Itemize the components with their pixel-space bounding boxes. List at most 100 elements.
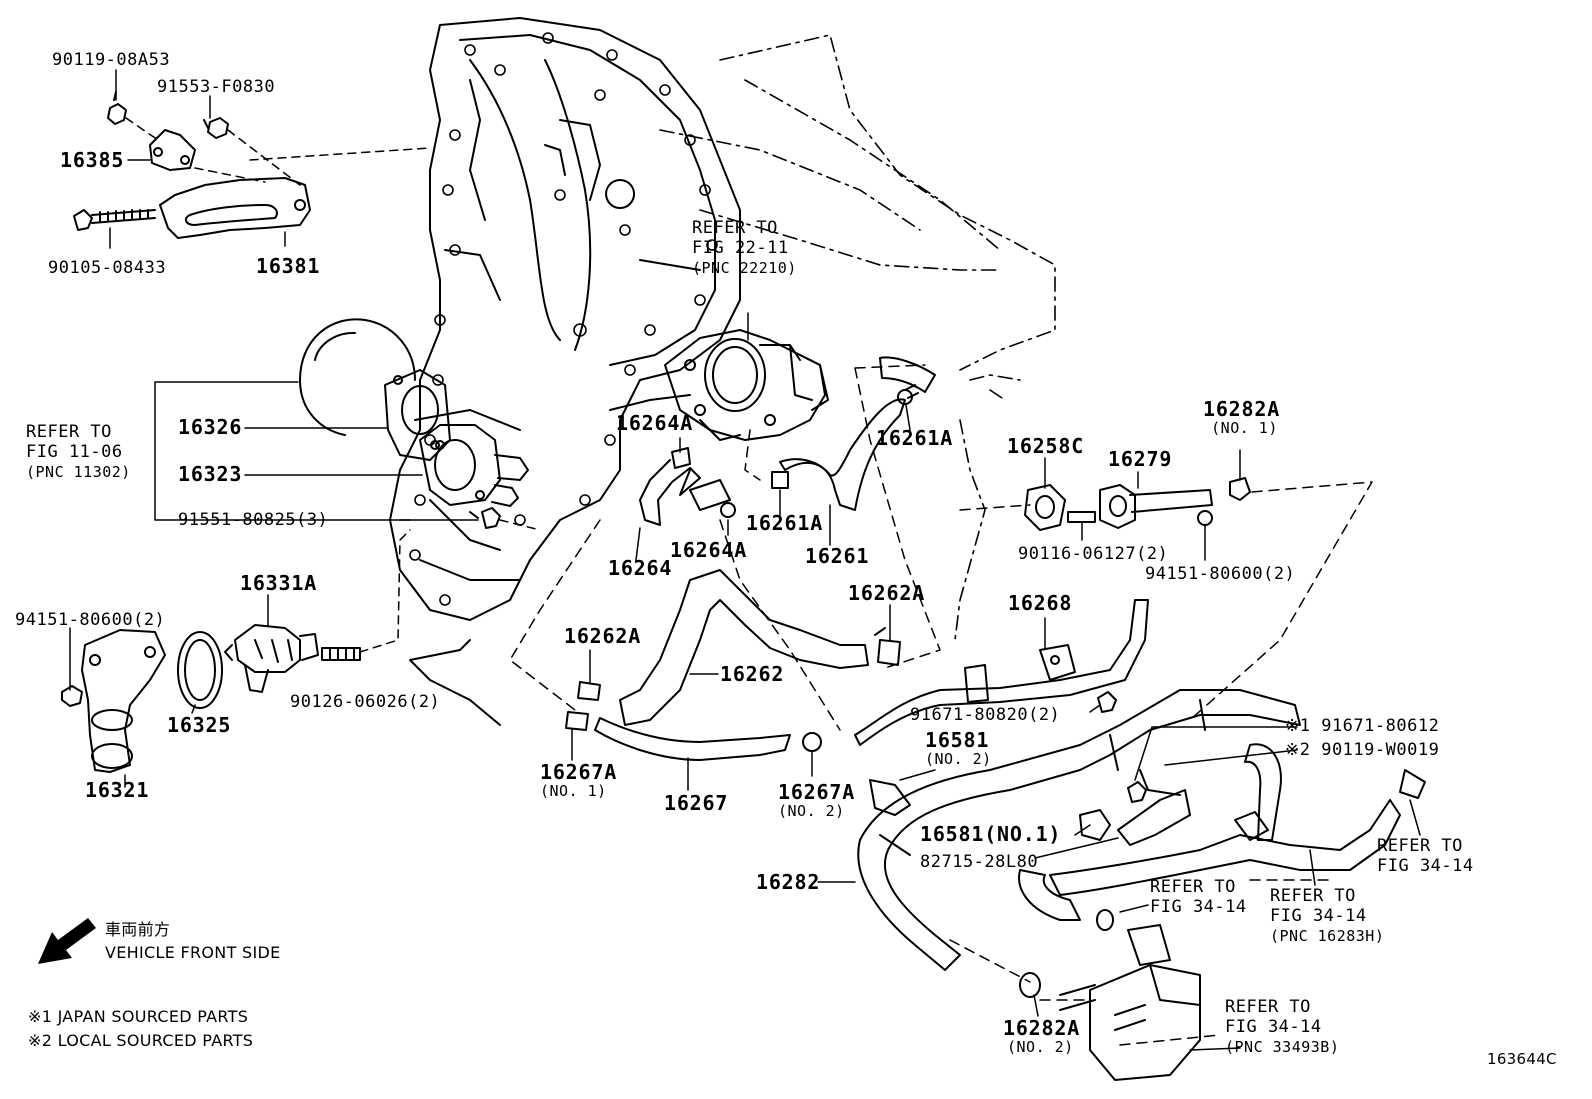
label-91551-80825: 91551-80825(3) — [178, 510, 329, 530]
clamp-16262A-right — [874, 627, 901, 666]
clamp-16267A-left — [565, 711, 589, 731]
label-16381: 16381 — [256, 254, 321, 278]
figure-code: 163644C — [1487, 1050, 1557, 1068]
legend-note1: ※1 JAPAN SOURCED PARTS — [28, 1007, 249, 1026]
ref-fig34-14-pnc33493B-line1: REFER TO — [1225, 997, 1311, 1017]
clamp-16267A-right — [802, 732, 822, 752]
label-94151-80600-right: 94151-80600(2) — [1145, 564, 1296, 584]
label-90126-06026: 90126-06026(2) — [290, 692, 441, 712]
label-16267A-right-sub: (NO. 2) — [778, 802, 845, 820]
bolt-91553-F0830 — [203, 117, 229, 139]
label-16261: 16261 — [805, 544, 870, 568]
bolt-90119-08A53 — [107, 91, 127, 125]
ref-fig11-06: REFER TO FIG 11-06 (PNC 11302) — [26, 422, 131, 482]
clamp-16261A-top — [897, 389, 913, 405]
bracket-16381-drawing — [159, 177, 311, 239]
ref-fig34-14-center-line2: FIG 34-14 — [1150, 897, 1247, 917]
ref-fig22-11: REFER TO FIG 22-11 (PNC 22210) — [692, 218, 797, 278]
label-16267A-left: 16267A — [540, 760, 618, 784]
label-16282A-bottom: 16282A — [1003, 1016, 1081, 1040]
ref-fig34-14-pnc33493B: REFER TO FIG 34-14 (PNC 33493B) — [1225, 997, 1339, 1057]
stud-90126-06026 — [321, 647, 361, 661]
pipe-16268-drawing — [854, 599, 1149, 746]
clamp-16581-no1 — [1079, 809, 1111, 841]
hose-16264-drawing — [639, 459, 731, 526]
clamp-16264A-bottom — [720, 502, 736, 518]
bolt-91671-80820 — [1097, 691, 1117, 713]
throttle-body-drawing — [664, 329, 829, 441]
label-16282A-top-group: 16282A (NO. 1) — [1203, 399, 1280, 437]
label-94151-80600-left: 94151-80600(2) — [15, 610, 166, 630]
label-16258C: 16258C — [1007, 434, 1085, 458]
legend-direction-en: VEHICLE FRONT SIDE — [105, 943, 281, 962]
ref-fig34-14-right-line1: REFER TO — [1377, 836, 1463, 856]
ref-fig34-14-center: REFER TO FIG 34-14 — [1150, 877, 1247, 917]
label-16279: 16279 — [1108, 447, 1173, 471]
label-16282A-top-sub: (NO. 1) — [1211, 419, 1278, 437]
ref-fig34-14-right-line2: FIG 34-14 — [1377, 856, 1474, 876]
label-16268: 16268 — [1008, 591, 1073, 615]
ref-fig22-11-line3: (PNC 22210) — [692, 259, 797, 277]
ref-fig11-06-line1: REFER TO — [26, 422, 112, 442]
ref-fig34-14-pnc16283H-line2: FIG 34-14 — [1270, 906, 1367, 926]
nut-94151-80600-right — [1197, 510, 1213, 526]
ref-fig34-14-pnc16283H-line1: REFER TO — [1270, 886, 1356, 906]
label-16267A-left-group: 16267A (NO. 1) — [540, 762, 617, 800]
label-16262A-left: 16262A — [564, 624, 642, 648]
label-16282: 16282 — [756, 870, 821, 894]
hose-16282-drawing — [857, 689, 1301, 971]
label-16331A: 16331A — [240, 571, 318, 595]
label-90105-08433: 90105-08433 — [48, 258, 167, 278]
label-16282A-top: 16282A — [1203, 397, 1281, 421]
ref-fig34-14-pnc33493B-line3: (PNC 33493B) — [1225, 1038, 1340, 1056]
pipe-16279-drawing — [1099, 484, 1213, 529]
label-16262A-right: 16262A — [848, 581, 926, 605]
label-91671-80612: ※1 91671-80612 — [1285, 716, 1440, 736]
water-pump-pulley — [299, 318, 416, 436]
bolt-94151-80600-left — [61, 685, 83, 707]
bolt-91551-80825 — [469, 507, 501, 529]
bolt-90105-08433 — [73, 209, 156, 231]
label-16261A-mid: 16261A — [746, 511, 824, 535]
hose-16267-drawing — [594, 717, 791, 761]
label-16264A-bottom: 16264A — [670, 538, 748, 562]
dash-leaders-upper-left — [125, 117, 431, 186]
label-16262: 16262 — [720, 662, 785, 686]
water-inlet-16321-drawing — [81, 629, 166, 773]
label-16581-no2: 16581 — [925, 728, 990, 752]
legend-note2: ※2 LOCAL SOURCED PARTS — [28, 1031, 254, 1050]
label-16282A-bottom-group: 16282A (NO. 2) — [1003, 1018, 1080, 1056]
clamp-16282A-bottom — [1019, 972, 1041, 998]
label-16326: 16326 — [178, 415, 243, 439]
clip-right-fig34 — [1399, 769, 1426, 799]
label-16264: 16264 — [608, 556, 673, 580]
gasket-16258C-drawing — [1024, 484, 1066, 531]
hose-16262-drawing — [619, 569, 869, 726]
ref-fig22-11-line1: REFER TO — [692, 218, 778, 238]
dash-leaders-thermostat — [359, 519, 541, 653]
label-16385: 16385 — [60, 148, 125, 172]
ref-fig34-14-right: REFER TO FIG 34-14 — [1377, 836, 1474, 876]
label-90119-W0019: ※2 90119-W0019 — [1285, 740, 1440, 760]
ref-fig34-14-pnc16283H-line3: (PNC 16283H) — [1270, 927, 1385, 945]
label-16321: 16321 — [85, 778, 150, 802]
label-16323: 16323 — [178, 462, 243, 486]
label-16581-no1: 16581(NO.1) — [920, 822, 1062, 846]
ref-fig34-14-center-line1: REFER TO — [1150, 877, 1236, 897]
clamp-16581-no2 — [869, 779, 911, 816]
cylinder-head-dash — [659, 34, 1056, 641]
label-16267: 16267 — [664, 791, 729, 815]
label-16581-no2-group: 16581 (NO. 2) — [925, 730, 992, 768]
label-90119-08A53: 90119-08A53 — [52, 50, 171, 70]
oil-cooler-drawing — [1059, 909, 1201, 1081]
clamp-16282A-top — [1229, 477, 1251, 501]
hose-16261-drawing — [779, 356, 936, 511]
dashed-zones — [509, 364, 1373, 1046]
hose-16283-drawing — [1018, 743, 1401, 921]
water-outlet-16323-drawing — [419, 424, 529, 507]
vehicle-front-arrow-icon — [38, 918, 96, 964]
leader-lines — [69, 69, 1421, 1051]
label-16267A-right-group: 16267A (NO. 2) — [778, 782, 855, 820]
stud-90116-06127 — [1067, 511, 1096, 523]
